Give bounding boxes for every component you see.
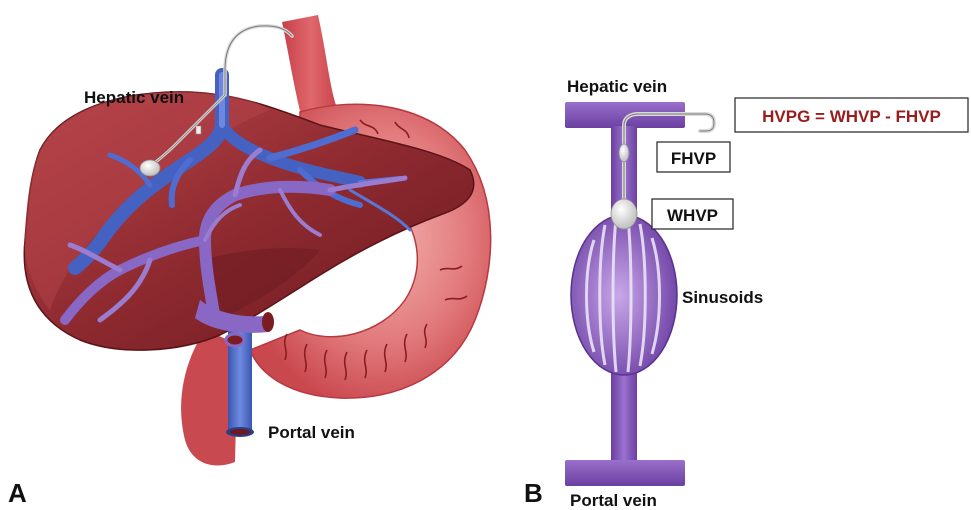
label-portal-vein-b: Portal vein	[570, 491, 657, 510]
label-hepatic-vein-b: Hepatic vein	[567, 77, 667, 96]
pillar-bottom	[611, 368, 637, 464]
label-hepatic-vein-a: Hepatic vein	[84, 88, 184, 107]
label-portal-vein-a: Portal vein	[268, 423, 355, 442]
catheter-tip-a	[196, 126, 201, 134]
label-hvpg-formula: HVPG = WHVP - FHVP	[762, 107, 941, 126]
catheter-tip-b	[619, 144, 629, 162]
sinusoids	[571, 215, 677, 375]
label-sinusoids: Sinusoids	[682, 288, 763, 307]
panel-a-illustration: Hepatic vein Portal vein A	[8, 15, 491, 508]
label-fhvp: FHVP	[671, 149, 716, 168]
panel-b-schematic: FHVP WHVP HVPG = WHVP - FHVP Hepatic vei…	[524, 77, 968, 510]
portal-vein-bar	[565, 460, 685, 486]
label-whvp: WHVP	[667, 206, 718, 225]
balloon-b	[611, 199, 637, 229]
panel-letter-b: B	[524, 478, 543, 508]
balloon-a	[140, 160, 160, 176]
panel-letter-a: A	[8, 478, 27, 508]
